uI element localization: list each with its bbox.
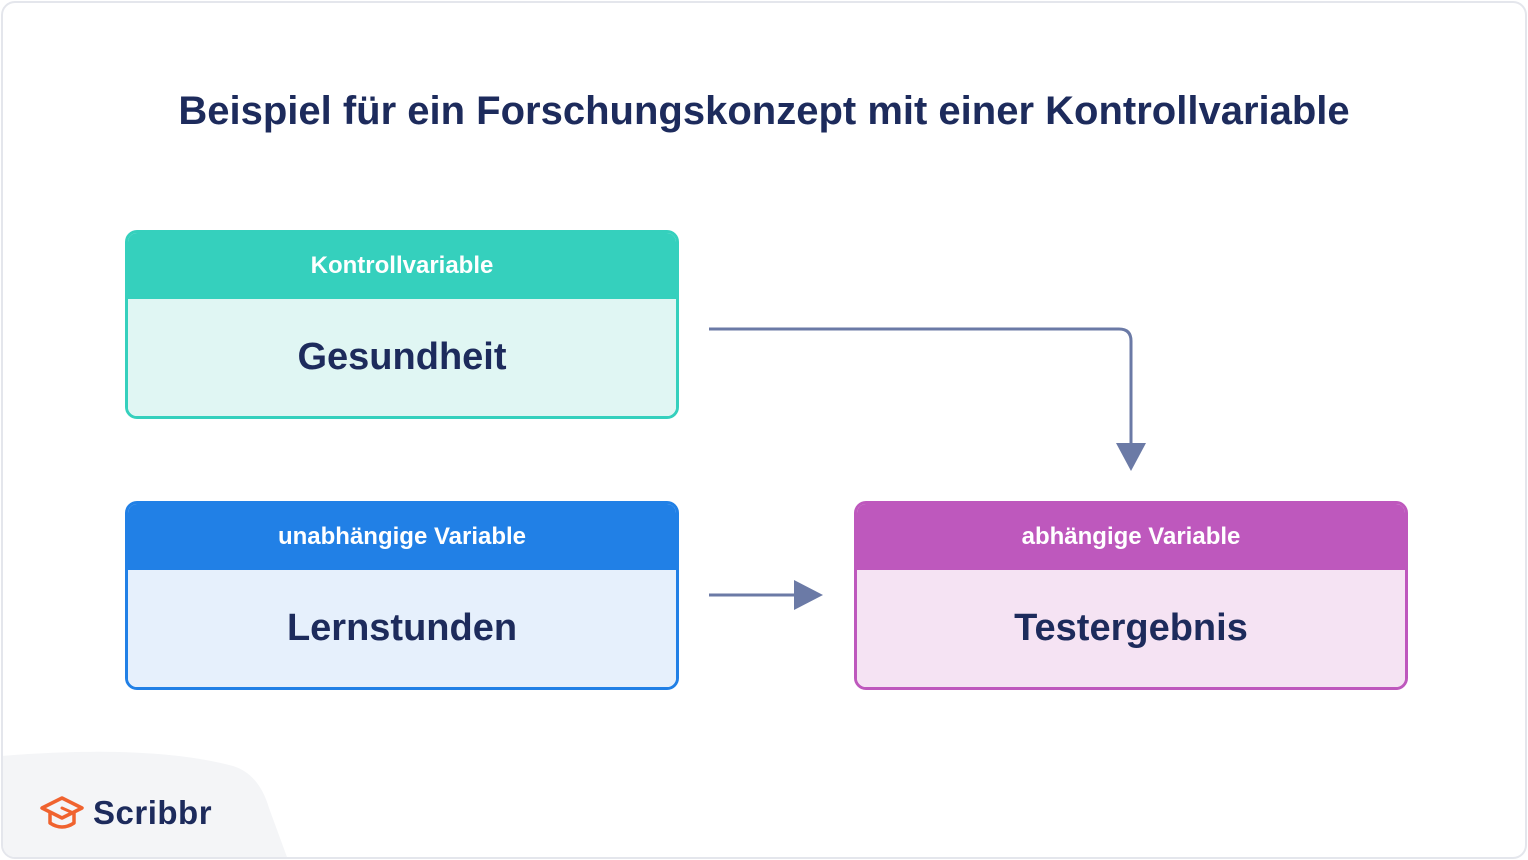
arrowhead-right: [794, 580, 823, 610]
diagram-title: Beispiel für ein Forschungskonzept mit e…: [178, 89, 1350, 133]
dependent-variable-value: Testergebnis: [857, 570, 1405, 687]
control-variable-box: Kontrollvariable Gesundheit: [125, 230, 679, 419]
dependent-variable-header: abhängige Variable: [857, 504, 1405, 570]
arrowhead-down: [1116, 443, 1146, 471]
logo-wordmark: Scribbr: [93, 794, 213, 831]
footer-background-shape: [3, 751, 287, 857]
graduation-cap-icon: [40, 796, 84, 829]
scribbr-logo: Scribbr: [39, 793, 212, 833]
control-variable-header: Kontrollvariable: [128, 233, 676, 299]
independent-variable-header: unabhängige Variable: [128, 504, 676, 570]
arrow-control-to-dependent: [709, 327, 1133, 448]
dependent-variable-box: abhängige Variable Testergebnis: [854, 501, 1408, 690]
control-variable-value: Gesundheit: [128, 299, 676, 416]
independent-variable-box: unabhängige Variable Lernstunden: [125, 501, 679, 690]
independent-variable-value: Lernstunden: [128, 570, 676, 687]
